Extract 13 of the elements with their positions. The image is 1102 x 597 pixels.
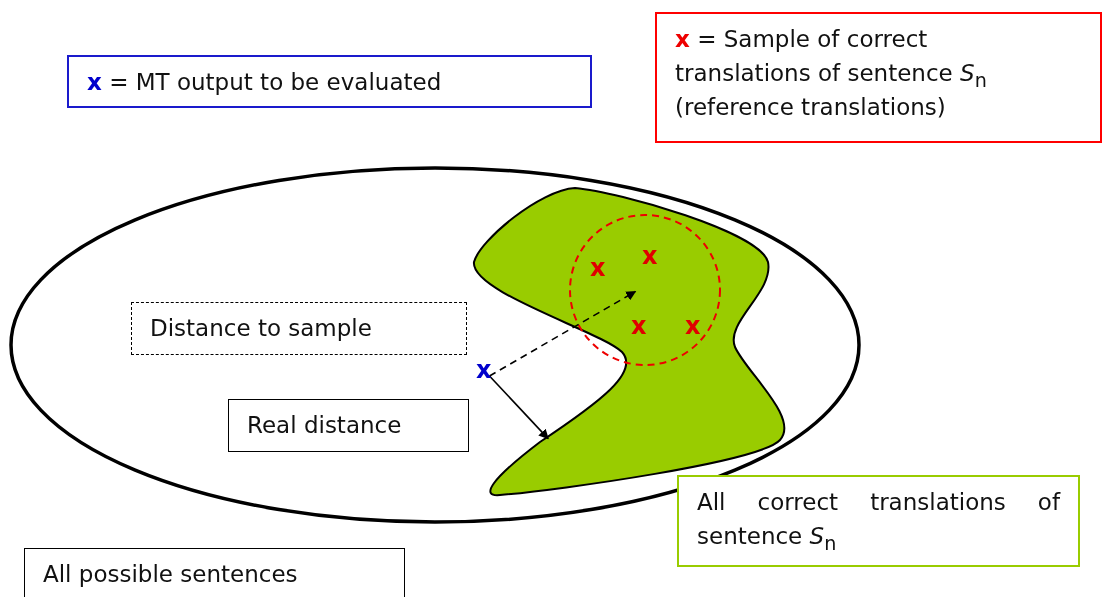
text-box: Distance to sample [131,302,467,355]
legend-box: x = Sample of correct translations of sentence S$_{n}$ (reference translations) [655,12,1102,143]
point-mark: x [476,358,492,382]
text-box: Real distance [228,399,469,452]
legend-box: x = MT output to be evaluated [67,55,592,108]
text-box: All possible sentences [24,548,405,597]
point-mark: x [642,244,658,268]
point-mark: x [590,256,606,280]
text-box: All correct translations of sentence S$_{n}$ [677,475,1080,567]
arrow [488,290,637,377]
point-mark: x [631,314,647,338]
point-mark: x [685,314,701,338]
arrow [488,375,549,440]
